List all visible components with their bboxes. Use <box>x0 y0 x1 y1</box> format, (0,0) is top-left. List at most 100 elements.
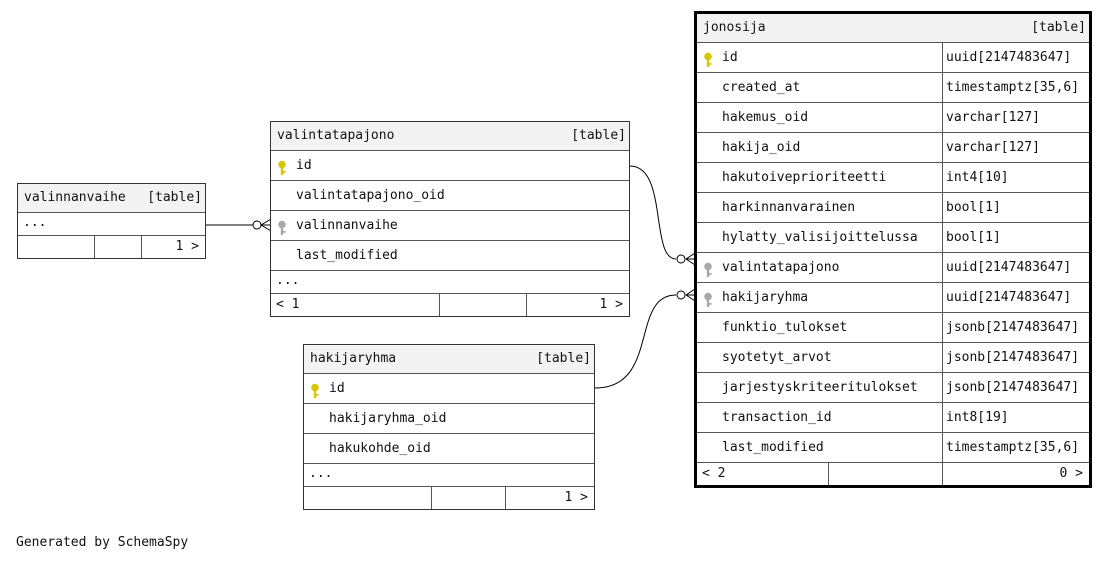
table-header: valinnanvaihe [table] <box>18 184 205 213</box>
table-type-label: [table] <box>571 128 626 143</box>
column-name: hakijaryhma <box>722 290 809 305</box>
column-name: id <box>722 50 738 65</box>
column-name: last_modified <box>722 440 824 455</box>
column-divider <box>942 103 943 132</box>
table-jonosija[interactable]: jonosija [table] id uuid[2147483647] creat… <box>694 11 1092 488</box>
footer-cell <box>439 294 527 316</box>
footer-cell <box>94 236 142 258</box>
table-type-label: [table] <box>147 190 202 205</box>
column-name: valintatapajono <box>722 260 840 275</box>
column-row-hylatty-valisijoittelussa[interactable]: hylatty_valisijoittelussa bool[1] <box>697 223 1089 253</box>
column-divider <box>942 373 943 402</box>
edge-valintatapajono-jonosija <box>629 165 677 260</box>
primary-key-icon <box>703 50 713 67</box>
more-columns-ellipsis: ... <box>304 464 594 487</box>
column-name: hakija_oid <box>722 140 801 155</box>
column-name: created_at <box>722 80 801 95</box>
column-divider <box>942 73 943 102</box>
column-list: id uuid[2147483647] created_at timestamptz[… <box>697 43 1089 463</box>
parents-count <box>304 487 436 509</box>
column-row-id[interactable]: id uuid[2147483647] <box>697 43 1089 73</box>
column-type: bool[1] <box>946 200 1001 215</box>
column-row-hakukohde-oid[interactable]: hakukohde_oid <box>304 434 594 464</box>
parents-count: < 1 <box>276 297 300 312</box>
table-name: valinnanvaihe <box>24 190 126 205</box>
column-name: id <box>329 381 345 396</box>
column-row-id[interactable]: id <box>304 374 594 404</box>
column-row-valintatapajono-oid[interactable]: valintatapajono_oid <box>271 181 629 211</box>
column-type: uuid[2147483647] <box>946 260 1072 275</box>
column-type: jsonb[2147483647] <box>946 320 1080 335</box>
column-list: id valintatapajono_oid valinnanvaihe last_m… <box>271 151 629 271</box>
column-row-id[interactable]: id <box>271 151 629 181</box>
column-name: hakutoiveprioriteetti <box>722 170 887 185</box>
column-name: hylatty_valisijoittelussa <box>722 230 918 245</box>
column-divider <box>942 343 943 372</box>
column-divider <box>942 253 943 282</box>
column-divider <box>942 193 943 222</box>
foreign-key-icon <box>703 260 713 277</box>
column-name: transaction_id <box>722 410 832 425</box>
children-count: 1 > <box>505 487 594 509</box>
table-name: valintatapajono <box>277 128 395 143</box>
children-count: 1 > <box>526 294 629 316</box>
edge-hakijaryhma-jonosija <box>594 294 677 389</box>
column-row-hakutoiveprioriteetti[interactable]: hakutoiveprioriteetti int4[10] <box>697 163 1089 193</box>
column-type: timestamptz[35,6] <box>946 80 1080 95</box>
table-type-label: [table] <box>536 351 591 366</box>
column-type: varchar[127] <box>946 140 1040 155</box>
column-type: varchar[127] <box>946 110 1040 125</box>
column-name: jarjestyskriteeritulokset <box>722 380 918 395</box>
table-footer: 1 > <box>18 236 205 258</box>
column-type: uuid[2147483647] <box>946 50 1072 65</box>
column-row-last-modified[interactable]: last_modified timestamptz[35,6] <box>697 433 1089 463</box>
column-divider <box>942 133 943 162</box>
column-type: bool[1] <box>946 230 1001 245</box>
column-row-hakija-oid[interactable]: hakija_oid varchar[127] <box>697 133 1089 163</box>
column-row-hakijaryhma-oid[interactable]: hakijaryhma_oid <box>304 404 594 434</box>
edge-optional-marker <box>252 220 262 230</box>
table-header: jonosija [table] <box>697 14 1089 43</box>
table-type-label: [table] <box>1031 20 1086 35</box>
primary-key-icon <box>310 381 320 398</box>
edge-optional-marker <box>676 254 686 264</box>
more-columns-ellipsis: ... <box>271 271 629 294</box>
edge-optional-marker <box>676 290 686 300</box>
column-name: harkinnanvarainen <box>722 200 856 215</box>
column-name: valintatapajono_oid <box>296 188 445 203</box>
table-footer: < 2 0 > <box>697 463 1089 485</box>
table-header: hakijaryhma [table] <box>304 345 594 374</box>
table-valinnanvaihe[interactable]: valinnanvaihe [table] ... 1 > <box>17 183 206 259</box>
column-divider <box>942 163 943 192</box>
column-row-created-at[interactable]: created_at timestamptz[35,6] <box>697 73 1089 103</box>
table-footer: < 1 1 > <box>271 294 629 316</box>
edge-crowfoot <box>685 252 696 266</box>
children-count: 0 > <box>942 463 1089 485</box>
table-name: jonosija <box>703 20 766 35</box>
parents-count <box>18 236 99 258</box>
column-row-harkinnanvarainen[interactable]: harkinnanvarainen bool[1] <box>697 193 1089 223</box>
column-type: int4[10] <box>946 170 1009 185</box>
table-header: valintatapajono [table] <box>271 122 629 151</box>
table-name: hakijaryhma <box>310 351 397 366</box>
column-row-valinnanvaihe[interactable]: valinnanvaihe <box>271 211 629 241</box>
column-divider <box>942 223 943 252</box>
column-row-last-modified[interactable]: last_modified <box>271 241 629 271</box>
column-name: valinnanvaihe <box>296 218 398 233</box>
column-type: int8[19] <box>946 410 1009 425</box>
column-divider <box>942 433 943 462</box>
edge-crowfoot <box>685 288 696 302</box>
column-row-transaction-id[interactable]: transaction_id int8[19] <box>697 403 1089 433</box>
column-name: last_modified <box>296 248 398 263</box>
column-type: timestamptz[35,6] <box>946 440 1080 455</box>
column-row-valintatapajono[interactable]: valintatapajono uuid[2147483647] <box>697 253 1089 283</box>
